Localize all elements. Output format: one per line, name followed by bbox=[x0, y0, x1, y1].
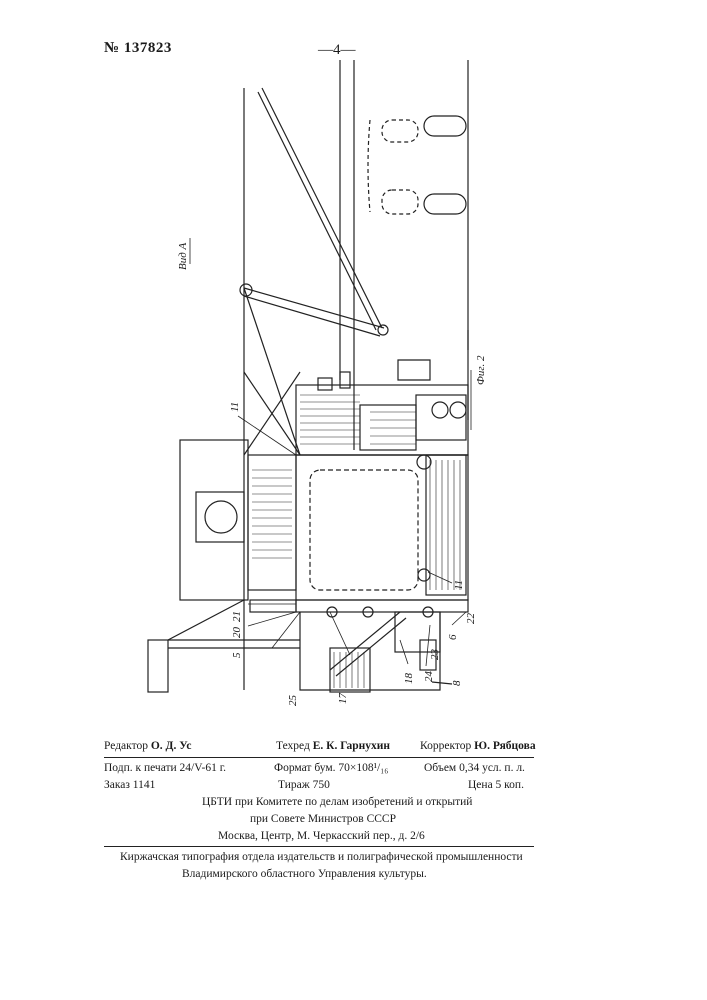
callout-label: 18 bbox=[403, 673, 415, 685]
figure-caption: Фиг. 2 bbox=[475, 355, 487, 385]
order-number: Заказ 1141 bbox=[104, 779, 155, 791]
callout-label: 21 bbox=[231, 611, 243, 622]
printer-line-1: Киржачская типография отдела издательств… bbox=[120, 851, 523, 863]
callout-label: 8 bbox=[451, 680, 463, 686]
print-run: Тираж 750 bbox=[278, 779, 330, 791]
publisher-address: Москва, Центр, М. Черкасский пер., д. 2/… bbox=[218, 830, 425, 842]
signed-date: Подп. к печати 24/V-61 г. bbox=[104, 762, 226, 774]
callout-label: 5 bbox=[231, 652, 243, 658]
tech-editor-line: Техред Е. К. Гарнухин bbox=[276, 740, 390, 752]
callout-label: 22 bbox=[465, 613, 477, 625]
callout-label: 25 bbox=[287, 695, 299, 707]
callout-label: 17 bbox=[337, 693, 349, 705]
view-label: Вид А bbox=[177, 242, 189, 270]
callout-label: 11 bbox=[229, 402, 241, 412]
corrector-line: Корректор Ю. Рябцова bbox=[420, 740, 536, 752]
callout-label: 6 bbox=[447, 634, 459, 640]
publisher-line-2: при Совете Министров СССР bbox=[250, 813, 396, 825]
callout-label: 23 bbox=[429, 649, 441, 661]
editor-line: Редактор О. Д. Ус bbox=[104, 740, 192, 752]
paper-format: Формат бум. 70×108¹/₁₆ bbox=[274, 762, 388, 774]
volume: Объем 0,34 усл. п. л. bbox=[424, 762, 525, 774]
price: Цена 5 коп. bbox=[468, 779, 524, 791]
publisher-line-1: ЦБТИ при Комитете по делам изобретений и… bbox=[202, 796, 472, 808]
divider bbox=[104, 846, 534, 847]
divider bbox=[104, 757, 534, 758]
callout-label: 20 bbox=[231, 627, 243, 639]
callout-label: 11 bbox=[453, 580, 465, 590]
callout-label: 24 bbox=[423, 671, 435, 683]
printer-line-2: Владимирского областного Управления куль… bbox=[182, 868, 427, 880]
